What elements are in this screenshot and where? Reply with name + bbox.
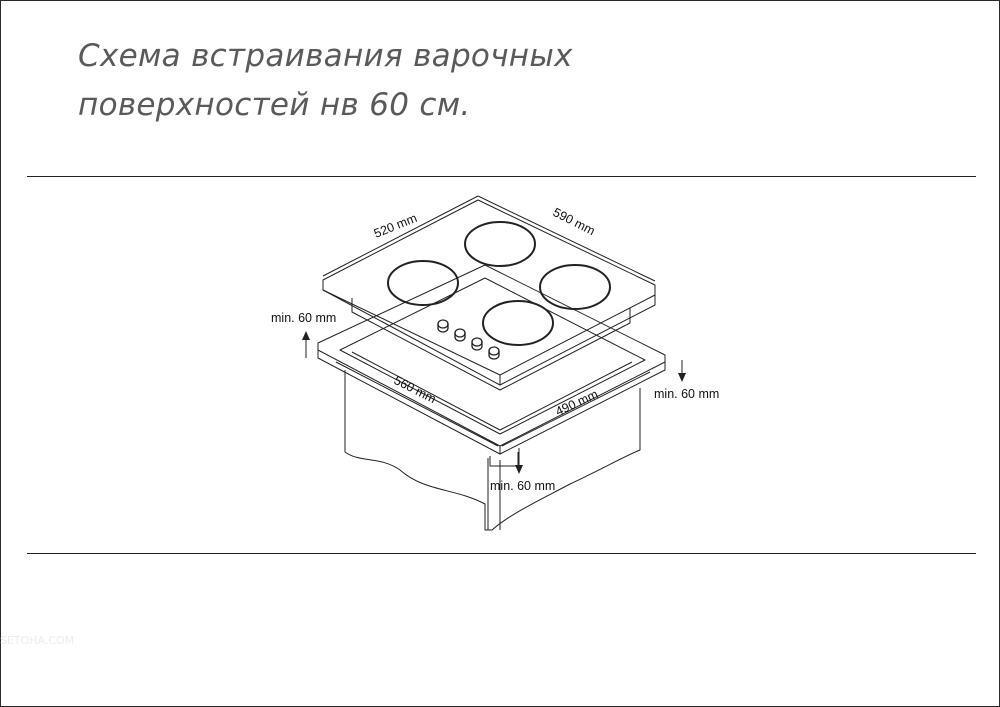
cutout-inner-rim: [351, 351, 633, 431]
page-title: Схема встраивания варочных поверхностей …: [78, 32, 573, 130]
arrow-side-icon: [678, 373, 686, 382]
cooking-zone-left: [387, 260, 459, 306]
hob-glass: [322, 199, 656, 376]
title-line-2: поверхностей нв 60 см.: [78, 87, 471, 123]
dim-line-520: [322, 195, 479, 277]
label-clearance-back: min. 60 mm: [271, 311, 336, 325]
dim-line-560: [335, 361, 499, 447]
watermark: SETOHA.COM: [0, 634, 75, 647]
cooking-zone-right: [539, 264, 611, 310]
label-clearance-front: min. 60 mm: [490, 479, 555, 493]
countertop-outline: [317, 264, 666, 447]
label-hob-width: 590 mm: [551, 205, 598, 238]
title-line-1: Схема встраивания варочных: [78, 38, 573, 74]
arrow-back-icon: [302, 331, 310, 340]
hob-underside: [351, 298, 631, 391]
cabinet-body: [344, 370, 641, 531]
label-clearance-side: min. 60 mm: [654, 387, 719, 401]
dim-line-490: [501, 371, 651, 447]
arrow-front-icon: [515, 465, 523, 474]
cooking-zone-front: [482, 300, 554, 346]
cooking-zone-rear: [464, 221, 536, 267]
label-hob-depth: 520 mm: [372, 211, 419, 241]
control-knobs: [437, 319, 500, 360]
hob-glass-bottom-edge: [322, 289, 656, 386]
dim-line-590: [477, 195, 656, 282]
cutout-outline: [339, 277, 646, 435]
top-divider: [27, 176, 976, 177]
bottom-divider: [27, 553, 976, 554]
label-cutout-depth: 490 mm: [553, 387, 600, 419]
countertop-thickness-left: [489, 452, 519, 467]
